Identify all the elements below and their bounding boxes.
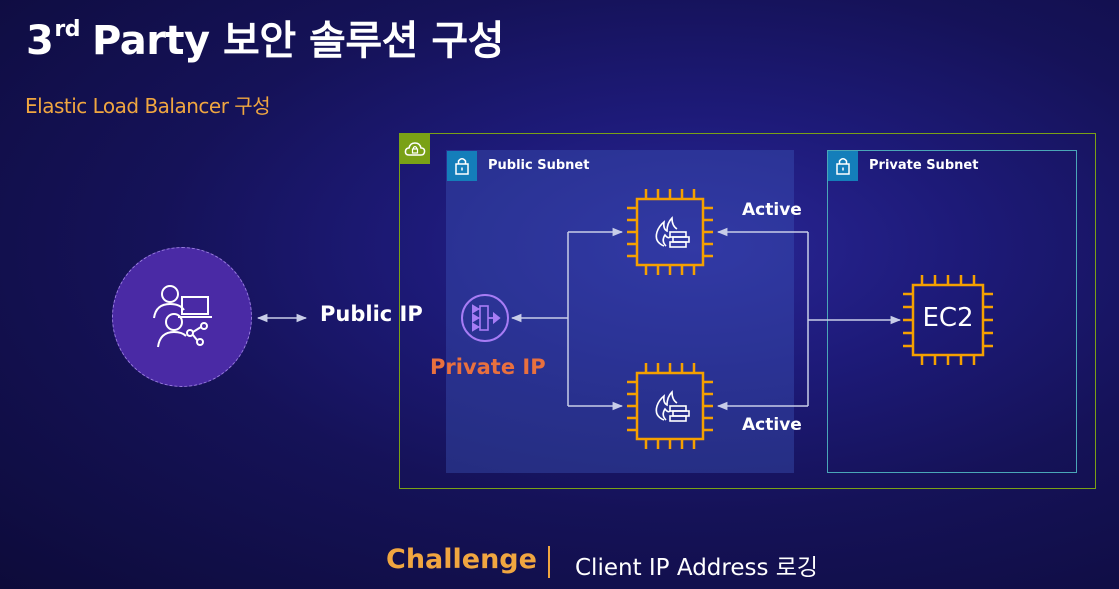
private-subnet — [827, 150, 1077, 473]
users-client-icon — [153, 285, 212, 348]
cloud-lock-icon — [400, 134, 430, 164]
page-title: 3rd Party 보안 솔루션 구성 — [26, 8, 505, 66]
active-label-bottom: Active — [742, 415, 802, 435]
title-main: 3 — [26, 18, 54, 64]
active-label-top: Active — [742, 200, 802, 220]
elb-to-firewall-connectors — [510, 227, 624, 411]
firewall-instance-icon — [627, 363, 713, 449]
lock-icon — [828, 151, 858, 181]
public-ip-label: Public IP — [320, 302, 423, 326]
title-rest: Party 보안 솔루션 구성 — [91, 18, 505, 64]
lock-icon — [447, 151, 477, 181]
public-subnet-label: Public Subnet — [488, 158, 590, 173]
challenge-text: Client IP Address 로깅 — [575, 555, 819, 581]
ec2-label: EC2 — [922, 303, 974, 333]
challenge-label: Challenge — [386, 544, 537, 575]
ec2-instance-icon — [903, 275, 993, 365]
title-superscript: rd — [54, 17, 80, 42]
public-subnet — [446, 150, 794, 473]
vpc-container — [399, 133, 1096, 489]
footer-divider — [548, 546, 550, 578]
private-ip-label: Private IP — [430, 355, 546, 379]
firewall-to-ec2-connectors — [716, 227, 902, 411]
private-subnet-label: Private Subnet — [869, 158, 979, 173]
firewall-instance-icon — [627, 189, 713, 275]
page-subtitle: Elastic Load Balancer 구성 — [25, 94, 271, 118]
load-balancer-icon — [461, 294, 509, 342]
